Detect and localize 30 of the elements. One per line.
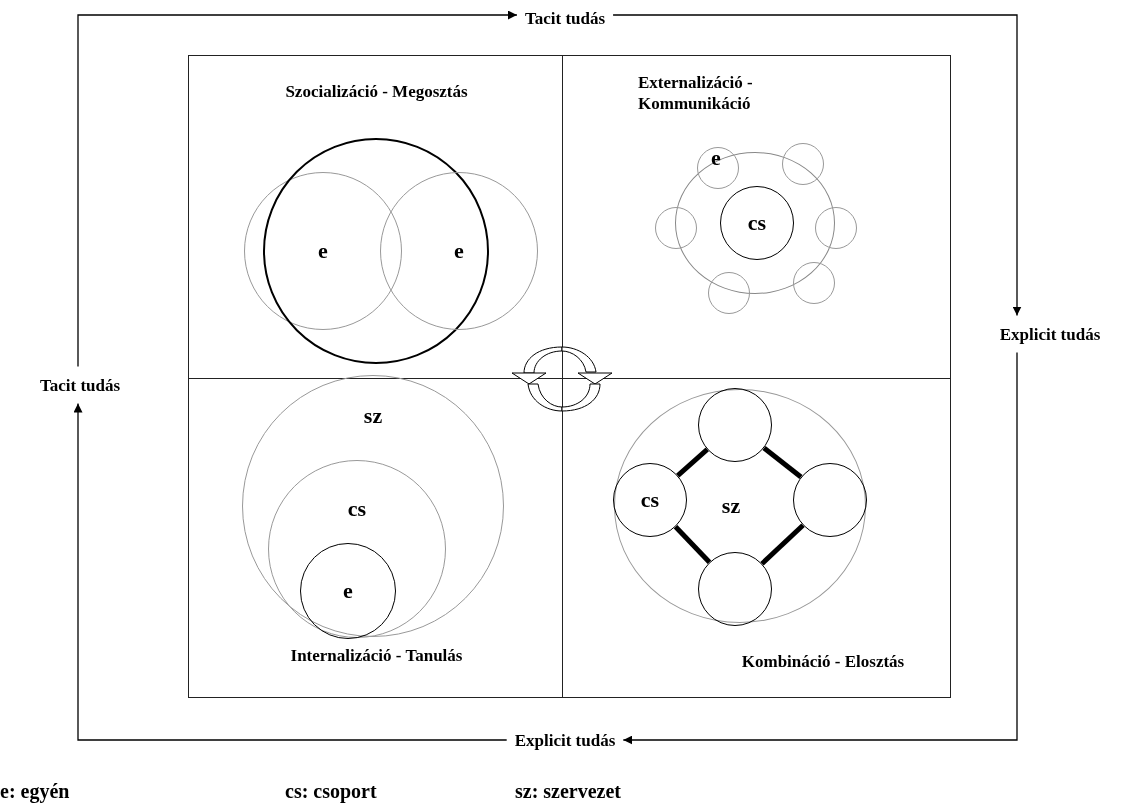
legend-text: sz: szervezet (515, 780, 622, 803)
axis-label: Tacit tudás (39, 374, 121, 396)
circle (263, 138, 489, 364)
arrow (73, 402, 508, 741)
connector-line (760, 523, 805, 566)
arrow (612, 14, 1022, 317)
circle-label: sz (721, 494, 741, 518)
arrow (77, 10, 518, 368)
quadrant-heading: Internalizáció - Tanulás (289, 645, 464, 666)
circle-label: e (318, 239, 328, 263)
circle (268, 460, 446, 638)
circle-label: cs (747, 211, 767, 235)
connector-line (676, 447, 709, 478)
circle-label: cs (347, 497, 367, 521)
quadrant-heading: Kombináció - Elosztás (740, 651, 906, 672)
circle-label: e (343, 579, 353, 603)
quadrant-heading: Externalizáció - Kommunikáció (638, 72, 754, 114)
circle-label: sz (363, 404, 383, 428)
circle-label: e (711, 146, 721, 170)
legend-text: cs: csoport (285, 780, 377, 803)
circle-label: e (454, 239, 464, 263)
axis-label: Tacit tudás (524, 7, 606, 29)
circle-label: cs (640, 488, 660, 512)
arrow (622, 351, 1018, 745)
axis-label: Explicit tudás (514, 729, 616, 751)
axis-label: Explicit tudás (999, 323, 1101, 345)
connector-line (762, 445, 803, 480)
legend-text: e: egyén (0, 780, 70, 803)
connector-line (673, 525, 712, 564)
quadrant-heading: Szocializáció - Megosztás (284, 81, 469, 102)
